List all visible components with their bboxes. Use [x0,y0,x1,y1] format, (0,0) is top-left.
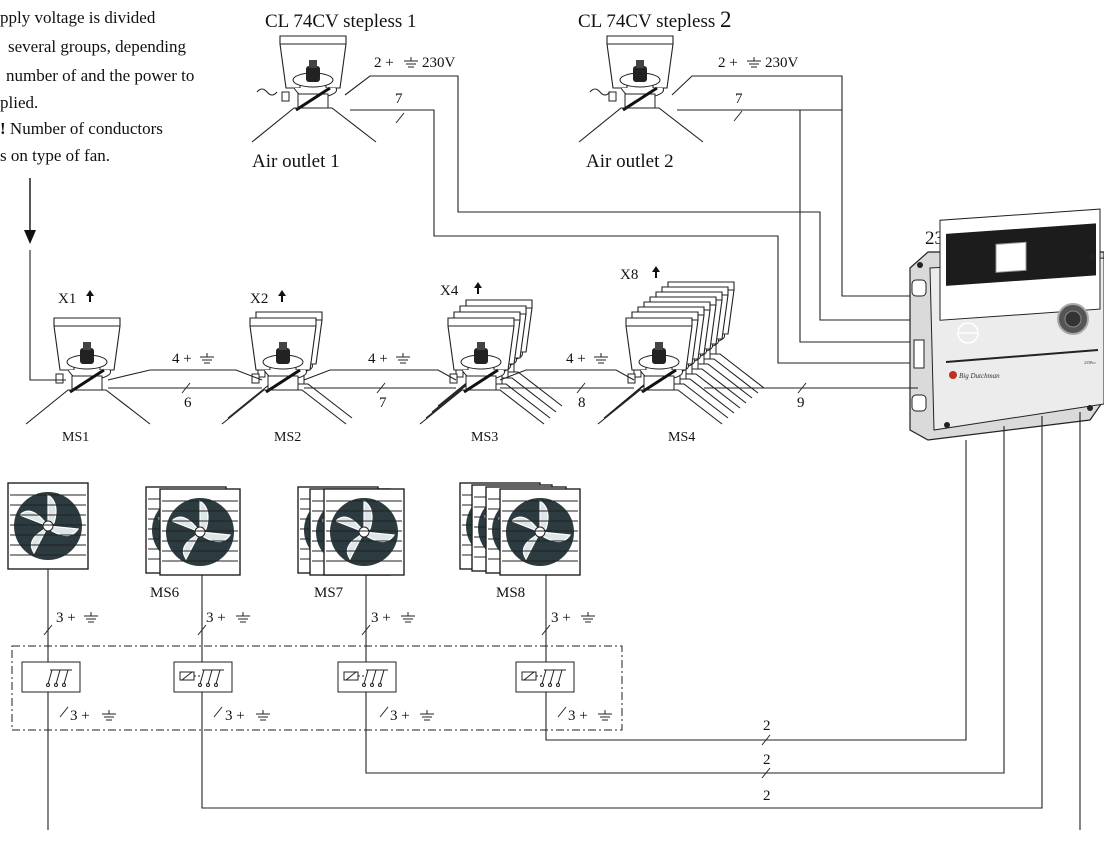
fan-group-label: MS7 [314,585,344,601]
down-arrow-icon [24,178,36,244]
fan-group-ms6: MS6 [145,486,241,601]
signal-conductors-ms8: 2 [763,718,771,734]
group-label: MS3 [471,430,498,445]
group-multiplier: X1 [58,291,76,307]
ground-icon [400,611,416,623]
relay-ms8 [515,661,575,693]
bus-power-3: 4 + [566,351,586,367]
wall-fan-icon [323,488,405,576]
fan-group-ms7: MS7 [297,486,405,601]
fan-feed-1: 3 + [56,610,76,626]
fan-out-2: 3 + [225,708,245,724]
fan-wiring: 3 + 3 + 3 + 3 + 3 + 3 + 3 + 3 + 2 2 2 [43,412,1081,830]
inlet-power-2: 2 + [718,55,738,71]
controller-235pro: 235Pro Big Dutchman 235Pro [909,208,1104,441]
inlet-wiring [344,75,918,364]
fan-out-4: 3 + [568,708,588,724]
group-multiplier: X4 [440,283,459,299]
fan-group-ms8: MS8 [459,482,581,601]
motor-group-ms4: X8 MS4 [596,266,766,445]
wall-fan-icon [7,482,89,570]
inlet-power-1: 2 + [374,55,394,71]
bus-conductors-4: 9 [797,395,805,411]
bus-conductors-3: 8 [578,395,586,411]
outlet-label-2: Air outlet 2 [586,151,674,172]
ground-icon [235,611,251,623]
up-arrow-icon [474,282,482,294]
note-line-2: several groups, depending [8,37,186,56]
note-line-5: ! Number of conductors [0,119,163,138]
inlet-conductors-2: 7 [735,91,743,107]
group-multiplier: X2 [250,291,268,307]
group-label: MS1 [62,430,89,445]
note-line-3: number of and the power to [6,66,194,85]
fan-group-label: MS6 [150,585,180,601]
bus-conductors-2: 7 [379,395,387,411]
fan-feed-3: 3 + [371,610,391,626]
ground-icon [746,56,762,68]
fan-feed-2: 3 + [206,610,226,626]
ground-icon [597,709,613,721]
ground-icon [580,611,596,623]
ground-icon [419,709,435,721]
brand-logo-icon [949,371,957,379]
fan-out-3: 3 + [390,708,410,724]
bus-power-2: 4 + [368,351,388,367]
note-line-4: plied. [0,93,38,112]
inlet-unit-2: CL 74CV stepless 2 Air outlet 2 2 + 230V… [577,7,799,172]
switch-panel-frame [11,645,623,731]
group-label: MS4 [668,430,695,445]
inlet-unit-1: CL 74CV stepless 1 Air outlet 1 2 + 230V… [250,11,456,172]
fan-group-label: MS8 [496,585,525,601]
wall-fan-icon [499,488,581,576]
ground-icon [403,56,419,68]
group-label: MS2 [274,430,301,445]
ground-icon [593,352,609,364]
inlet-conductors-1: 7 [395,91,403,107]
airflow-icon [589,88,611,96]
motor-group-ms3: X4 MS3 [418,282,564,445]
up-arrow-icon [278,290,286,302]
installation-note: pply voltage is divided several groups, … [0,8,194,165]
ground-icon [395,352,411,364]
ground-icon [101,709,117,721]
outlet-label-1: Air outlet 1 [252,151,340,172]
fan-group-1 [7,482,89,570]
relay-1 [21,661,81,693]
motor-group-ms2: X2 MS2 [220,290,354,445]
signal-conductors-ms7: 2 [763,752,771,768]
note-line-1: pply voltage is divided [0,8,156,27]
group-multiplier: X8 [620,267,638,283]
motor-group-ms1: X1 MS1 [24,290,152,445]
ground-icon [83,611,99,623]
controller-model-badge: 235Pro [1084,360,1096,365]
bus-power-1: 4 + [172,351,192,367]
ground-icon [199,352,215,364]
inlet-title-1: CL 74CV stepless 1 [265,11,416,32]
note-line-6: s on type of fan. [0,146,110,165]
ground-icon [255,709,271,721]
signal-conductors-ms6: 2 [763,788,771,804]
wall-fan-icon [159,488,241,576]
fan-out-1: 3 + [70,708,90,724]
controller-brand: Big Dutchman [959,372,1000,380]
motor-bus-wiring: 4 + 4 + 4 + 6 7 8 9 [29,250,918,411]
airflow-icon [256,88,278,96]
inlet-voltage-1: 230V [422,55,456,71]
inlet-voltage-2: 230V [765,55,799,71]
relay-ms6 [173,661,233,693]
up-arrow-icon [86,290,94,302]
fan-feed-4: 3 + [551,610,571,626]
up-arrow-icon [652,266,660,278]
inlet-title-2: CL 74CV stepless 2 [578,7,731,32]
relay-ms7 [337,661,397,693]
bus-conductors-1: 6 [184,395,192,411]
